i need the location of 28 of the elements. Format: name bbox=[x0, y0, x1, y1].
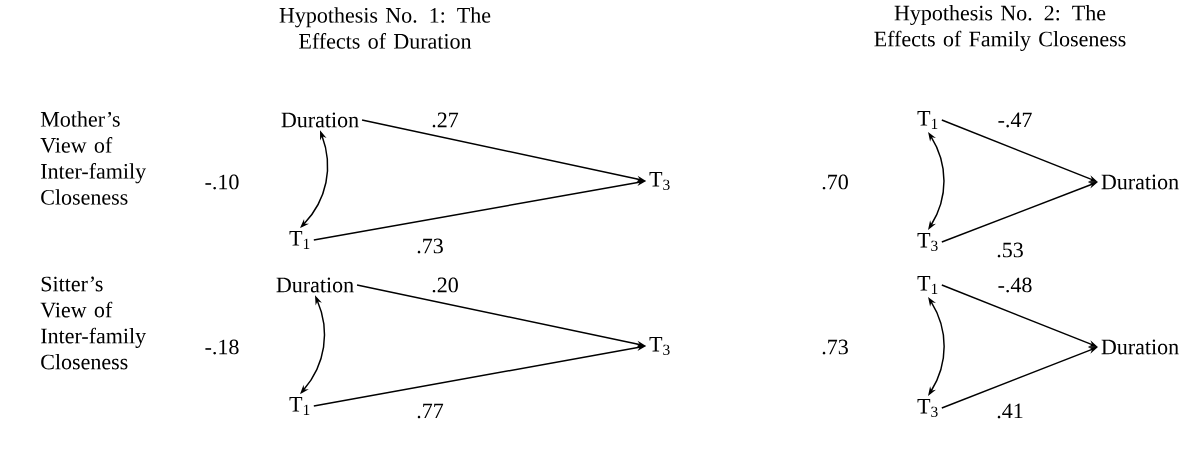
variable-label: T$_{3}$ bbox=[917, 399, 938, 417]
edge-label: .73 bbox=[414, 237, 446, 255]
variable-label: Duration bbox=[1101, 339, 1179, 355]
edge-label: .27 bbox=[429, 111, 461, 129]
column-heading: Hypothesis No. 2: The Effects of Family Closeness bbox=[874, 5, 1126, 51]
coefficient-label: -.18 bbox=[205, 339, 239, 355]
coefficient-label: .73 bbox=[822, 339, 848, 355]
coefficient-label: .70 bbox=[822, 174, 848, 190]
row-label: Mother’s View of Inter-family Closeness bbox=[40, 111, 147, 205]
variable-label: T$_{3}$ bbox=[649, 172, 670, 190]
edge-label: .41 bbox=[994, 402, 1026, 420]
variable-label: Duration bbox=[276, 277, 354, 293]
variable-label: T$_{1}$ bbox=[289, 397, 310, 415]
variable-label: Duration bbox=[1101, 174, 1179, 190]
column-heading: Hypothesis No. 1: The Effects of Duration bbox=[279, 7, 491, 49]
edge-label: .53 bbox=[994, 241, 1026, 259]
variable-label: T$_{1}$ bbox=[917, 111, 938, 129]
variable-label: T$_{1}$ bbox=[289, 231, 310, 249]
edge-label: .77 bbox=[414, 402, 446, 420]
variable-label: T$_{1}$ bbox=[917, 276, 938, 294]
coefficient-label: -.10 bbox=[205, 174, 239, 190]
variable-label: T$_{3}$ bbox=[649, 337, 670, 355]
edge-label: -.48 bbox=[996, 276, 1034, 294]
variable-label: Duration bbox=[281, 112, 359, 128]
row-label: Sitter’s View of Inter-family Closeness bbox=[40, 276, 147, 370]
edge-label: -.47 bbox=[996, 111, 1034, 129]
variable-label: T$_{3}$ bbox=[917, 233, 938, 251]
edge-label: .20 bbox=[429, 276, 461, 294]
